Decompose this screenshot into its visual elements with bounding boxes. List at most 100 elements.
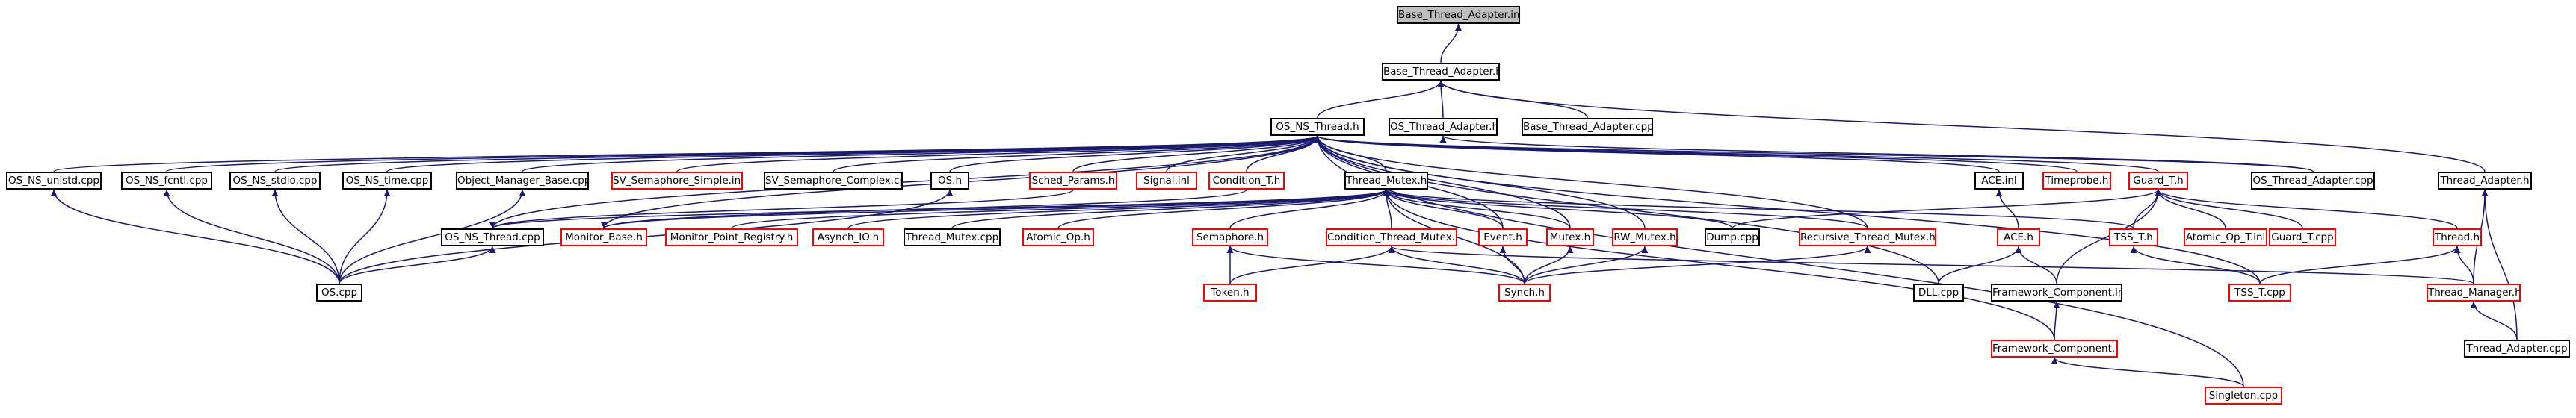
edge-os-h-to-os-ns-thread-h bbox=[949, 135, 1321, 172]
node-os-ns-fcntl-cpp[interactable]: OS_NS_fcntl.cpp bbox=[121, 172, 212, 190]
edge-os-ns-time-cpp-to-os-ns-thread-h bbox=[386, 135, 1321, 172]
node-base-thread-adapter-cpp[interactable]: Base_Thread_Adapter.cpp bbox=[1522, 118, 1653, 136]
edge-os-ns-stdio-cpp-to-os-ns-thread-h bbox=[274, 135, 1321, 172]
node-thread-adapter-cpp[interactable]: Thread_Adapter.cpp bbox=[2464, 340, 2570, 358]
node-os-ns-thread-h[interactable]: OS_NS_Thread.h bbox=[1270, 118, 1365, 136]
edge-framework-component-h-to-thread-mutex-h bbox=[1383, 189, 2055, 340]
edge-os-cpp-to-os-ns-unistd-cpp bbox=[50, 189, 340, 284]
edge-dump-cpp-to-guard-t-h bbox=[1732, 189, 2162, 229]
edge-thread-mutex-cpp-to-thread-mutex-h bbox=[951, 189, 1390, 229]
node-os-cpp[interactable]: OS.cpp bbox=[316, 284, 362, 302]
node-semaphore-h[interactable]: Semaphore.h bbox=[1192, 228, 1268, 246]
node-base-thread-adapter-inl[interactable]: Base_Thread_Adapter.inl bbox=[1397, 6, 1520, 24]
node-guard-t-cpp[interactable]: Guard_T.cpp bbox=[2269, 228, 2336, 246]
node-timeprobe-h[interactable]: Timeprobe.h bbox=[2042, 172, 2111, 190]
node-atomic-op-t-inl[interactable]: Atomic_Op_T.inl bbox=[2184, 228, 2267, 246]
edge-tss-t-cpp-to-tss-t-h bbox=[2130, 246, 2261, 284]
edge-os-ns-thread-h-to-base-thread-adapter-h bbox=[1317, 80, 1445, 119]
edge-os-cpp-to-os-ns-time-cpp bbox=[339, 189, 391, 284]
node-framework-component-inl[interactable]: Framework_Component.inl bbox=[1991, 284, 2122, 302]
edge-tss-t-h-to-thread-mutex-h bbox=[1383, 189, 2134, 229]
edge-framework-component-inl-to-guard-t-h bbox=[2056, 189, 2162, 284]
node-sv-semaphore-simple-inl[interactable]: SV_Semaphore_Simple.inl bbox=[611, 172, 743, 190]
node-ace-inl[interactable]: ACE.inl bbox=[1974, 172, 2024, 190]
node-monitor-base-h[interactable]: Monitor_Base.h bbox=[560, 228, 647, 246]
node-thread-manager-h[interactable]: Thread_Manager.h bbox=[2427, 284, 2521, 302]
node-os-ns-time-cpp[interactable]: OS_NS_time.cpp bbox=[342, 172, 432, 190]
edge-synch-h-to-semaphore-h bbox=[1226, 246, 1525, 284]
node-os-ns-unistd-cpp[interactable]: OS_NS_unistd.cpp bbox=[6, 172, 102, 190]
edge-sched-params-h-to-os-ns-thread-cpp bbox=[489, 189, 1074, 229]
node-mutex-h[interactable]: Mutex.h bbox=[1546, 228, 1594, 246]
edge-framework-component-inl-to-ace-h bbox=[2015, 246, 2057, 284]
edge-object-manager-base-cpp-to-os-ns-thread-h bbox=[522, 135, 1321, 172]
edge-os-cpp-to-object-manager-base-cpp bbox=[339, 189, 526, 284]
node-sched-params-h[interactable]: Sched_Params.h bbox=[1029, 172, 1117, 190]
node-thread-adapter-h[interactable]: Thread_Adapter.h bbox=[2438, 172, 2532, 190]
edge-thread-adapter-cpp-to-thread-manager-h bbox=[2470, 301, 2518, 340]
edge-thread-h-to-guard-t-h bbox=[2155, 189, 2458, 229]
edge-dump-cpp-to-thread-mutex-h bbox=[1383, 189, 1733, 229]
node-os-thread-adapter-h[interactable]: OS_Thread_Adapter.h bbox=[1389, 118, 1498, 136]
edge-framework-component-h-to-framework-component-inl bbox=[2053, 301, 2060, 340]
node-tss-t-h[interactable]: TSS_T.h bbox=[2109, 228, 2158, 246]
node-base-thread-adapter-h[interactable]: Base_Thread_Adapter.h bbox=[1382, 63, 1500, 81]
node-token-h[interactable]: Token.h bbox=[1203, 284, 1257, 302]
edge-sched-params-h-to-os-ns-thread-h bbox=[1072, 135, 1321, 172]
node-rw-mutex-h[interactable]: RW_Mutex.h bbox=[1612, 228, 1678, 246]
node-dll-cpp[interactable]: DLL.cpp bbox=[1913, 284, 1964, 302]
node-monitor-point-registry-h[interactable]: Monitor_Point_Registry.h bbox=[665, 228, 798, 246]
node-os-ns-thread-cpp[interactable]: OS_NS_Thread.cpp bbox=[441, 228, 544, 246]
node-object-manager-base-cpp[interactable]: Object_Manager_Base.cpp bbox=[456, 172, 589, 190]
edge-semaphore-h-to-thread-mutex-h bbox=[1229, 189, 1390, 229]
edge-token-h-to-condition-thread-mutex-h bbox=[1229, 246, 1395, 284]
edge-os-ns-thread-cpp-to-os-ns-thread-h bbox=[492, 135, 1321, 229]
edge-synch-h-to-event-h bbox=[1499, 246, 1525, 284]
edge-mutex-h-to-thread-mutex-h bbox=[1383, 189, 1571, 229]
edge-thread-manager-h-to-thread-h bbox=[2453, 246, 2474, 284]
edge-os-cpp-to-os-ns-fcntl-cpp bbox=[163, 189, 340, 284]
node-framework-component-h[interactable]: Framework_Component.h bbox=[1991, 340, 2118, 358]
node-sv-semaphore-complex-cpp[interactable]: SV_Semaphore_Complex.cpp bbox=[764, 172, 903, 190]
node-os-thread-adapter-cpp[interactable]: OS_Thread_Adapter.cpp bbox=[2251, 172, 2375, 190]
node-dump-cpp[interactable]: Dump.cpp bbox=[1705, 228, 1760, 246]
node-asynch-io-h[interactable]: Asynch_IO.h bbox=[812, 228, 884, 246]
edge-thread-adapter-cpp-to-thread-adapter-h bbox=[2481, 189, 2518, 340]
node-os-h[interactable]: OS.h bbox=[930, 172, 969, 190]
edge-singleton-cpp-to-framework-component-h bbox=[2051, 357, 2244, 387]
node-thread-h[interactable]: Thread.h bbox=[2433, 228, 2482, 246]
node-atomic-op-h[interactable]: Atomic_Op.h bbox=[1022, 228, 1094, 246]
edge-synch-h-to-mutex-h bbox=[1524, 246, 1574, 284]
node-thread-mutex-cpp[interactable]: Thread_Mutex.cpp bbox=[904, 228, 1001, 246]
edge-tss-t-h-to-guard-t-h bbox=[2133, 189, 2162, 229]
edge-guard-t-h-to-os-ns-thread-h bbox=[1314, 135, 2159, 172]
edge-recursive-thread-mutex-h-to-thread-mutex-h bbox=[1383, 189, 1868, 229]
edge-dll-cpp-to-os-ns-thread-h bbox=[1314, 135, 1939, 284]
edge-base-thread-adapter-h-to-base-thread-adapter-inl bbox=[1440, 23, 1462, 63]
edge-synch-h-to-rw-mutex-h bbox=[1524, 246, 1649, 284]
node-os-ns-stdio-cpp[interactable]: OS_NS_stdio.cpp bbox=[229, 172, 321, 190]
node-thread-mutex-h[interactable]: Thread_Mutex.h bbox=[1344, 172, 1428, 190]
node-event-h[interactable]: Event.h bbox=[1478, 228, 1528, 246]
edge-signal-inl-to-os-ns-thread-h bbox=[1166, 135, 1321, 172]
node-signal-inl[interactable]: Signal.inl bbox=[1136, 172, 1197, 190]
edge-atomic-op-h-to-thread-mutex-h bbox=[1057, 189, 1390, 229]
node-recursive-thread-mutex-h[interactable]: Recursive_Thread_Mutex.h bbox=[1799, 228, 1936, 246]
node-singleton-cpp[interactable]: Singleton.cpp bbox=[2205, 387, 2282, 405]
node-ace-h[interactable]: ACE.h bbox=[1997, 228, 2040, 246]
edge-os-thread-adapter-h-to-base-thread-adapter-h bbox=[1437, 80, 1445, 119]
node-synch-h[interactable]: Synch.h bbox=[1498, 284, 1551, 302]
edge-event-h-to-thread-mutex-h bbox=[1383, 189, 1504, 229]
edge-os-cpp-to-os-ns-thread-cpp bbox=[339, 246, 496, 284]
node-tss-t-cpp[interactable]: TSS_T.cpp bbox=[2228, 284, 2291, 302]
node-guard-t-h[interactable]: Guard_T.h bbox=[2128, 172, 2188, 190]
edge-synch-h-to-recursive-thread-mutex-h bbox=[1524, 246, 1871, 284]
node-condition-thread-mutex-h[interactable]: Condition_Thread_Mutex.h bbox=[1326, 228, 1457, 246]
node-condition-t-h[interactable]: Condition_T.h bbox=[1208, 172, 1285, 190]
edge-guard-t-cpp-to-guard-t-h bbox=[2155, 189, 2303, 229]
edge-sv-semaphore-complex-cpp-to-os-ns-thread-h bbox=[833, 135, 1321, 172]
edge-ace-h-to-ace-inl bbox=[1995, 189, 2019, 229]
edge-os-thread-adapter-cpp-to-os-ns-thread-h bbox=[1315, 135, 2314, 172]
edge-thread-adapter-h-to-base-thread-adapter-h bbox=[1437, 80, 2486, 172]
